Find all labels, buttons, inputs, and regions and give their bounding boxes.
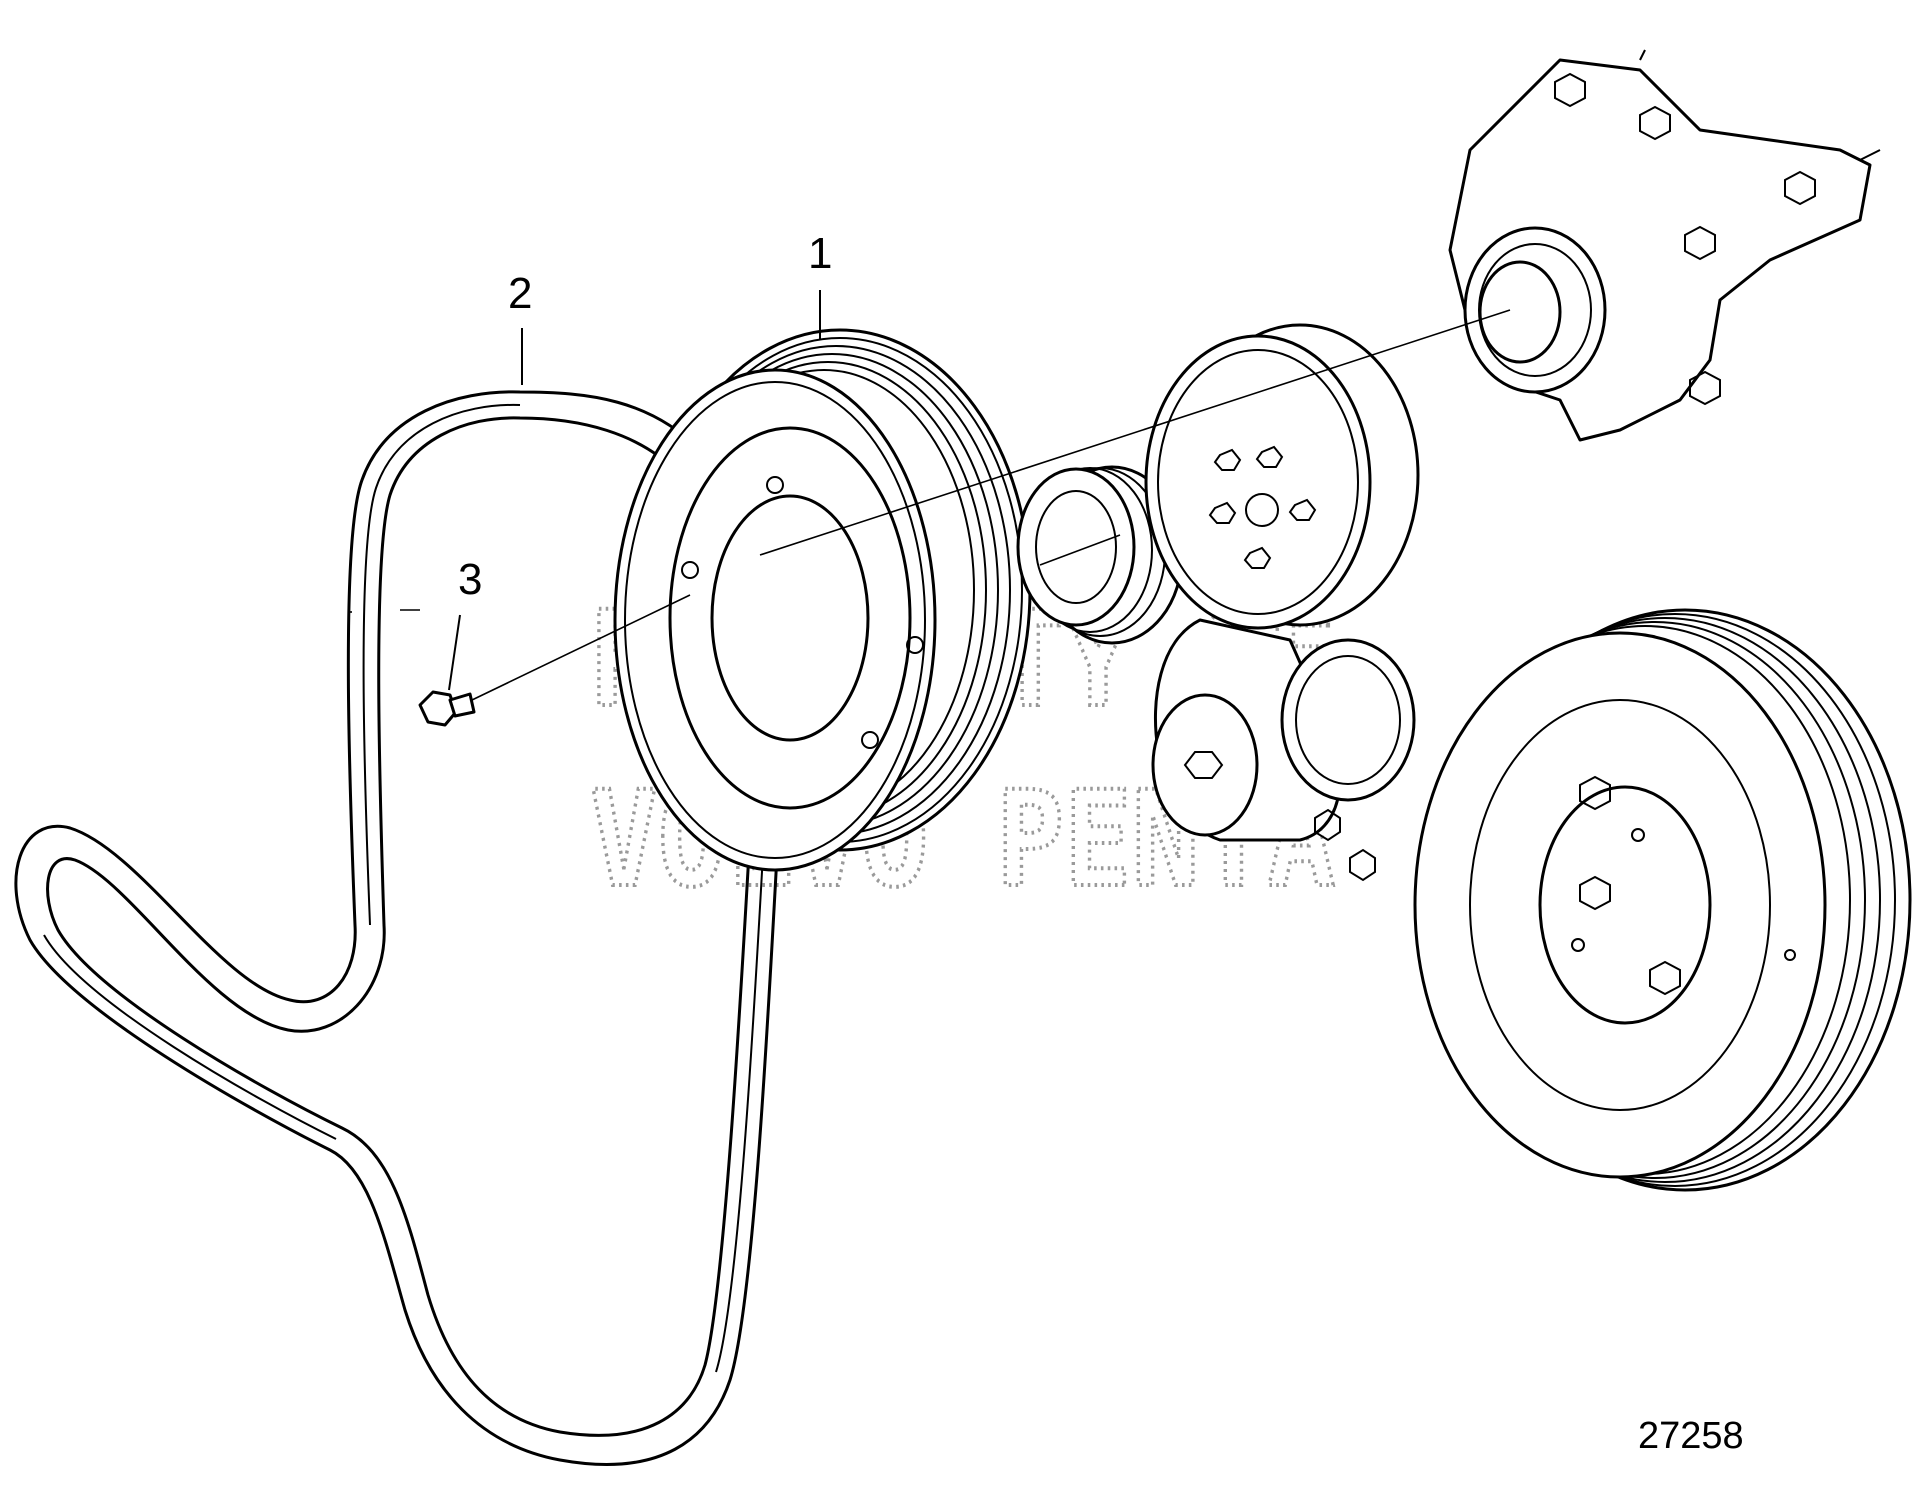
figure-number: 27258 <box>1638 1415 1744 1457</box>
crankshaft-damper <box>1413 608 1912 1192</box>
assembly-axis-lines <box>348 309 1511 701</box>
belt-tensioner <box>1151 618 1416 882</box>
callout-1: 1 <box>808 229 832 278</box>
callout-2: 2 <box>508 269 532 318</box>
idler-pulley <box>1016 465 1184 645</box>
callout-leaders <box>448 290 821 691</box>
pulley-bolt <box>418 690 476 727</box>
smooth-idler-pulley <box>1144 323 1420 630</box>
callout-3: 3 <box>458 555 482 604</box>
accessory-bracket <box>1448 49 1881 442</box>
drive-pulley <box>613 328 1032 872</box>
